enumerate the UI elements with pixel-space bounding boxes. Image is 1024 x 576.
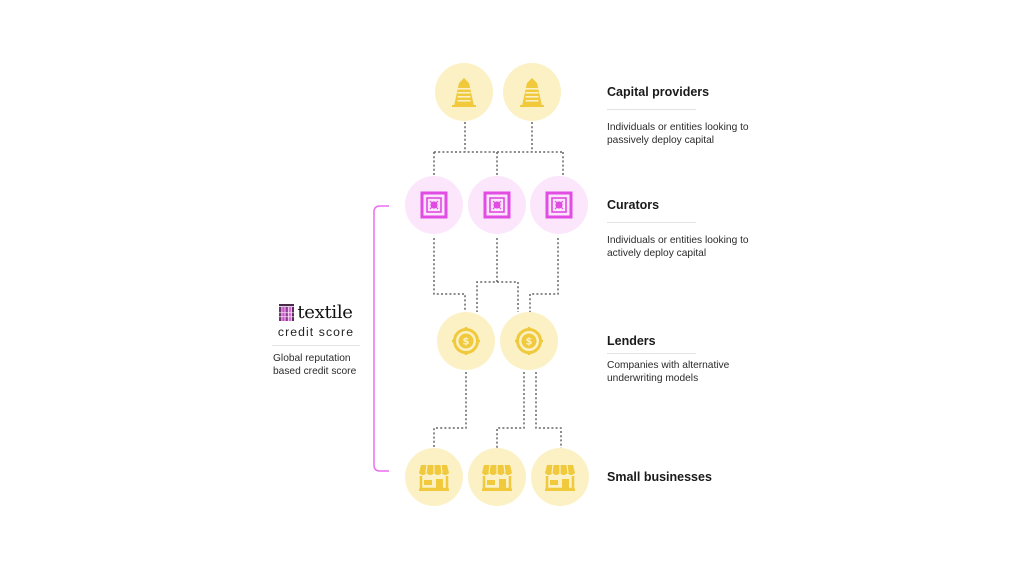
dollar-coin-icon: $ <box>452 327 480 355</box>
brand-lockup: textile <box>268 302 364 323</box>
tier-connectors <box>433 122 564 448</box>
lender-node: $ <box>500 312 558 370</box>
connector-lender2-business3 <box>535 372 562 448</box>
vault-icon <box>545 191 573 219</box>
connector-curator3-lender2 <box>529 238 559 312</box>
svg-text:$: $ <box>526 337 533 348</box>
svg-text:$: $ <box>463 337 470 348</box>
tier-divider <box>607 353 696 354</box>
curator-node <box>530 176 588 234</box>
textile-logo-icon <box>279 304 295 321</box>
credit-score-panel: textile credit score Global reputation b… <box>268 302 364 378</box>
tier-label-curators: Curators <box>607 198 660 212</box>
tier-description-curators: Individuals or entities looking to activ… <box>607 235 749 259</box>
curator-node <box>468 176 526 234</box>
vault-icon <box>483 191 511 219</box>
brand-description: Global reputation based credit score <box>273 353 357 377</box>
tier-label-small-businesses: Small businesses <box>607 470 712 484</box>
capital-provider-node <box>435 63 493 121</box>
connector-curator1-lender1 <box>433 238 466 312</box>
tier-description-capital-providers: Individuals or entities looking to passi… <box>607 122 749 146</box>
vault-icon <box>420 191 448 219</box>
brand-name: textile <box>297 302 353 323</box>
tier-divider <box>607 222 696 223</box>
brand-subtitle: credit score <box>277 325 355 339</box>
small-business-node <box>468 448 526 506</box>
lender-node: $ <box>437 312 495 370</box>
connector-lender2-business2 <box>496 372 525 448</box>
tier-label-capital-providers: Capital providers <box>607 85 710 99</box>
curator-node <box>405 176 463 234</box>
dollar-coin-icon: $ <box>515 327 543 355</box>
connector-curator2-lender1 <box>476 238 498 312</box>
brand-divider <box>272 345 360 346</box>
tier-label-lenders: Lenders <box>607 334 656 348</box>
tier-divider <box>607 109 696 110</box>
connector-curator2-lender2 <box>497 281 519 312</box>
credit-score-bracket <box>373 205 389 472</box>
storefront-icon <box>545 464 575 491</box>
building-icon <box>520 78 544 107</box>
small-business-node <box>405 448 463 506</box>
building-icon <box>452 78 476 107</box>
connector-lender1-business1 <box>433 372 467 448</box>
tier-description-lenders: Companies with alternative underwriting … <box>607 360 730 384</box>
capital-provider-node <box>503 63 561 121</box>
small-business-node <box>531 448 589 506</box>
storefront-icon <box>482 464 512 491</box>
storefront-icon <box>419 464 449 491</box>
